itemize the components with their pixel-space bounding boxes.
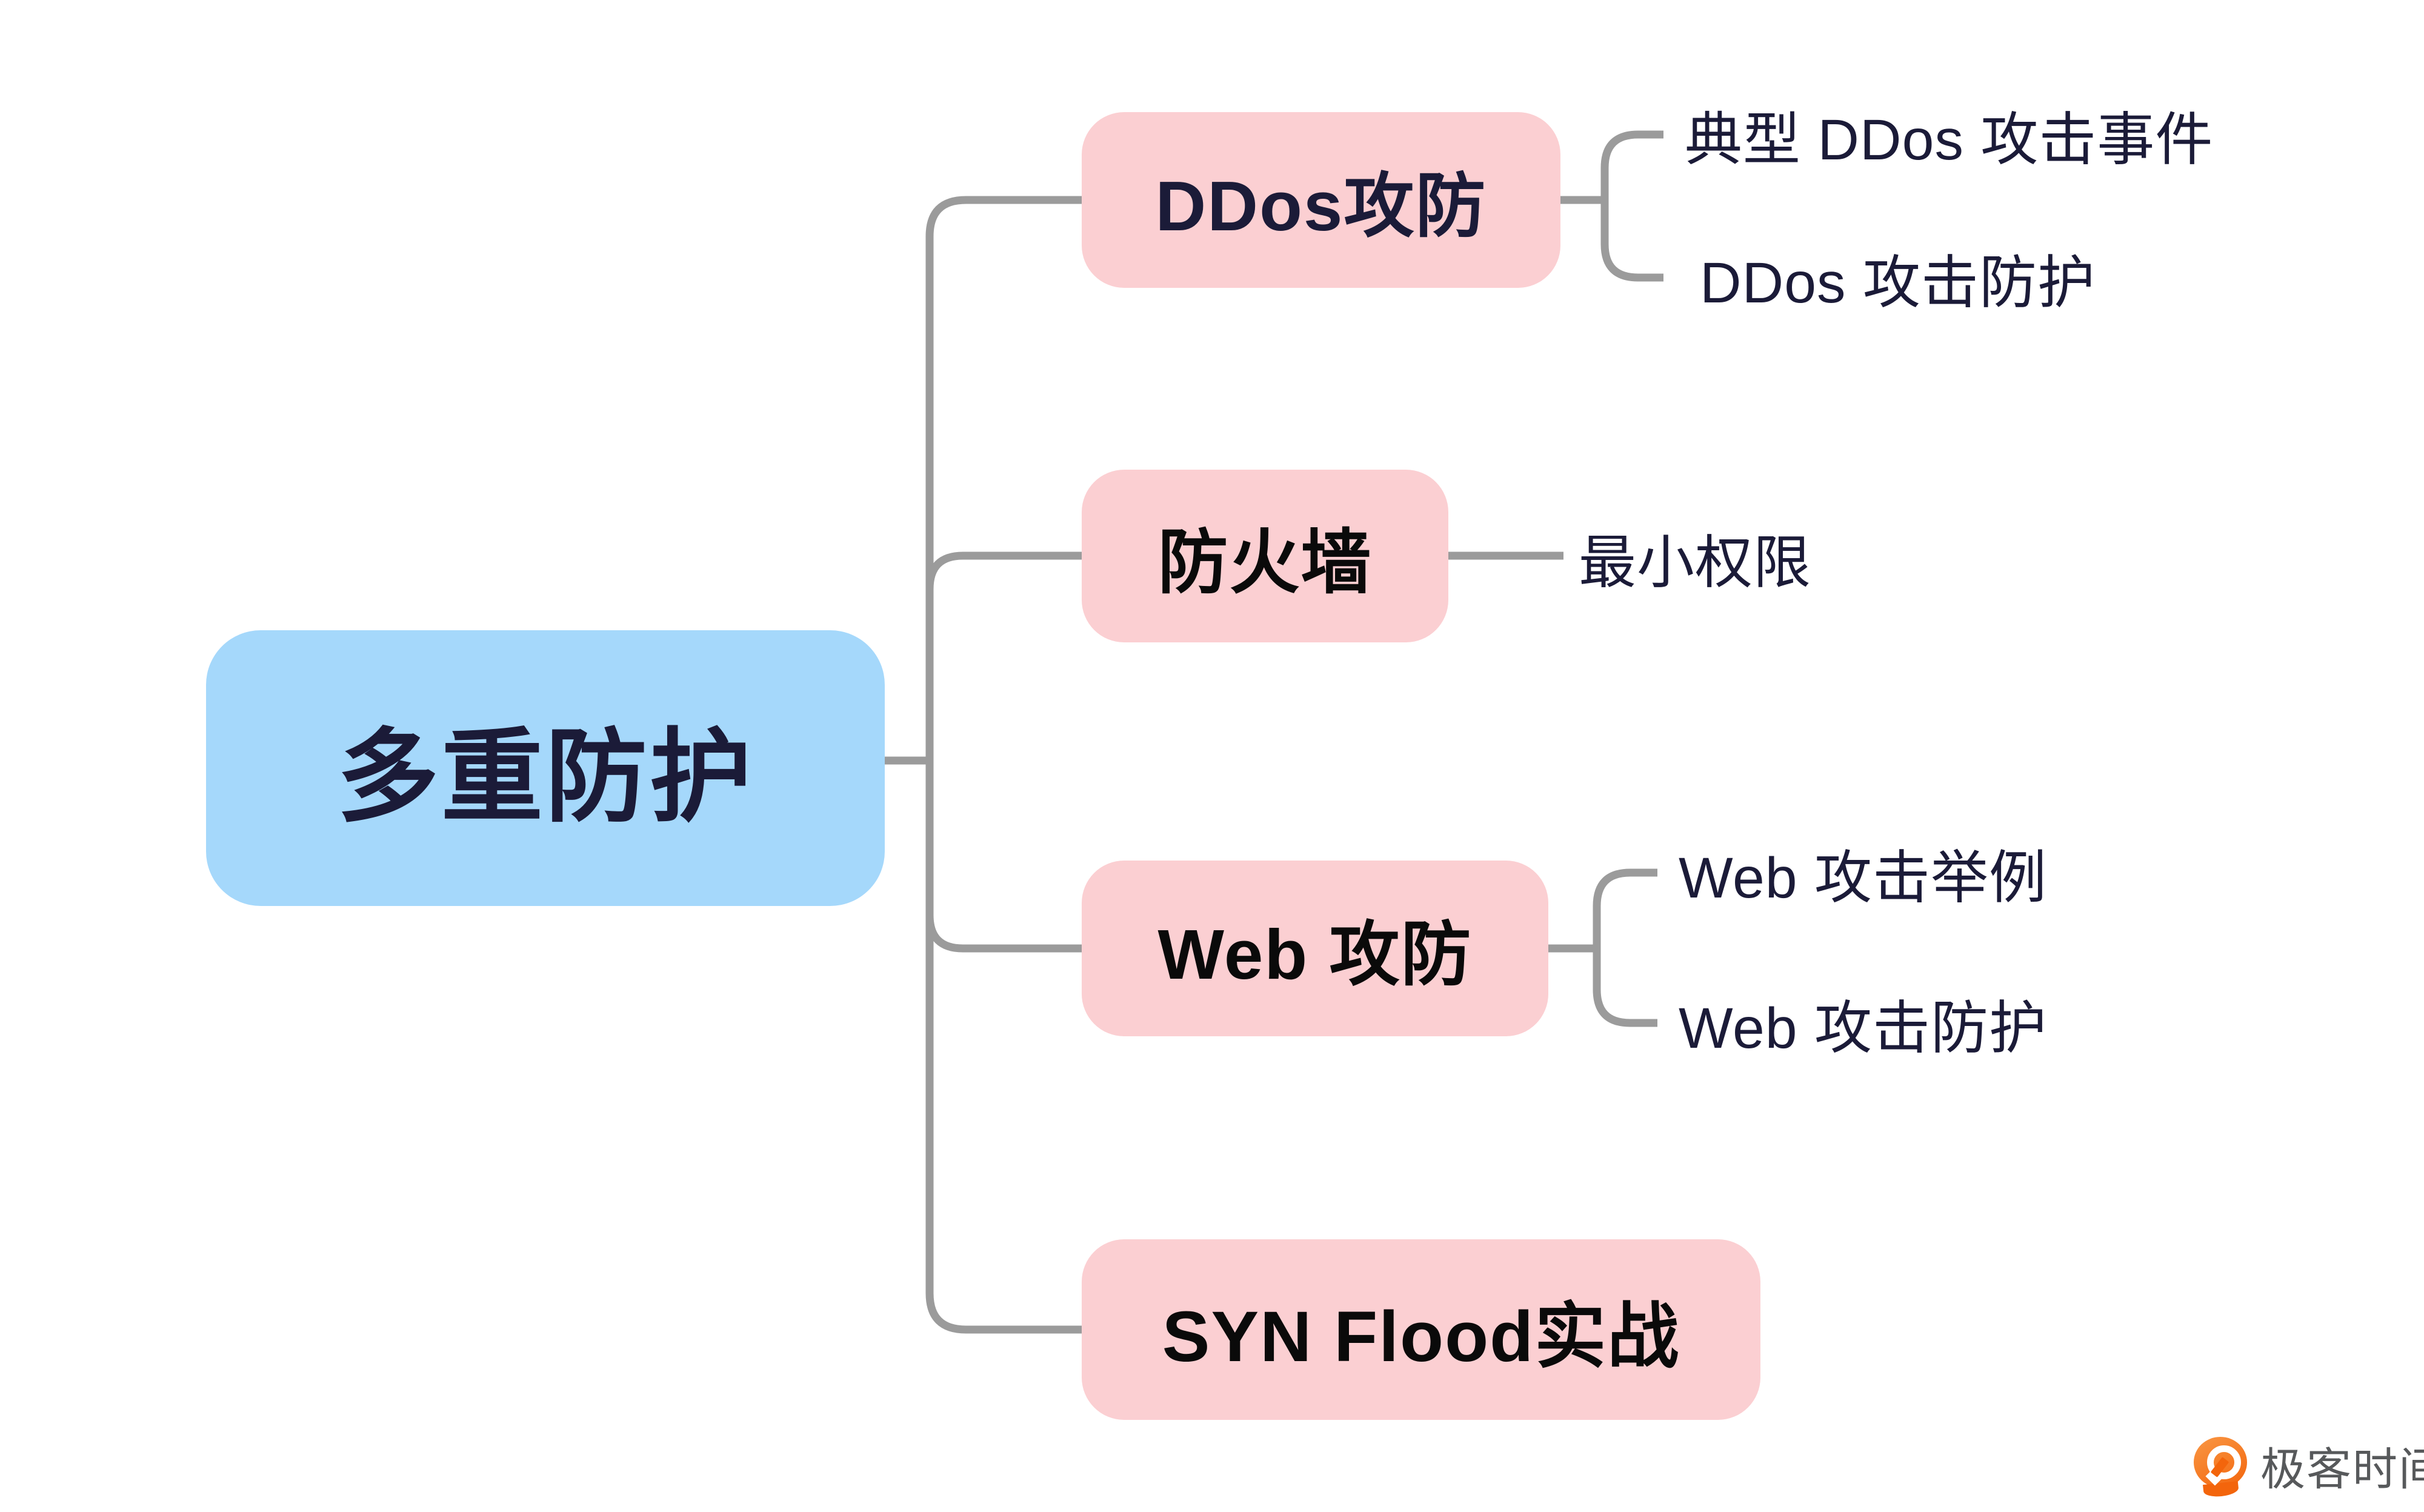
root-node-label: 多重防护 [337, 720, 754, 834]
connector-web-bracket [1593, 868, 1657, 1027]
leaf-node-web-attack-protection[interactable]: Web 攻击防护 [1679, 996, 2048, 1061]
root-node-multi-protection[interactable]: 多重防护 [206, 630, 885, 906]
connector-branch-firewall [925, 551, 1082, 761]
leaf-node-ddos-attack-protection[interactable]: DDos 攻击防护 [1700, 250, 2096, 315]
branch-node-web[interactable]: Web 攻防 [1082, 861, 1548, 1036]
leaf-node-least-privilege[interactable]: 最小权限 [1579, 530, 1812, 595]
branch-node-syn-flood[interactable]: SYN Flood实战 [1082, 1239, 1760, 1420]
branch-node-firewall[interactable]: 防火墙 [1082, 470, 1448, 642]
branch-node-syn-flood-label: SYN Flood实战 [1162, 1296, 1680, 1377]
connector-branch-ddos [925, 196, 1082, 761]
branch-node-ddos[interactable]: DDos攻防 [1082, 112, 1560, 288]
connector-branch-web [925, 761, 1082, 953]
leaf-node-web-attack-examples[interactable]: Web 攻击举例 [1679, 845, 2048, 910]
leaf-node-typical-ddos-attacks[interactable]: 典型 DDos 攻击事件 [1685, 107, 2214, 172]
geektime-pin-icon [2194, 1436, 2249, 1498]
branch-node-ddos-label: DDos攻防 [1155, 167, 1487, 245]
geektime-logo-text: 极客时间 [2260, 1444, 2424, 1494]
geektime-watermark: 极客时间 [2194, 1433, 2424, 1498]
connector-ddos-bracket [1600, 130, 1663, 282]
branch-node-web-label: Web 攻防 [1157, 915, 1473, 994]
branch-node-firewall-label: 防火墙 [1157, 522, 1373, 602]
connector-branch-syn [925, 761, 1082, 1334]
